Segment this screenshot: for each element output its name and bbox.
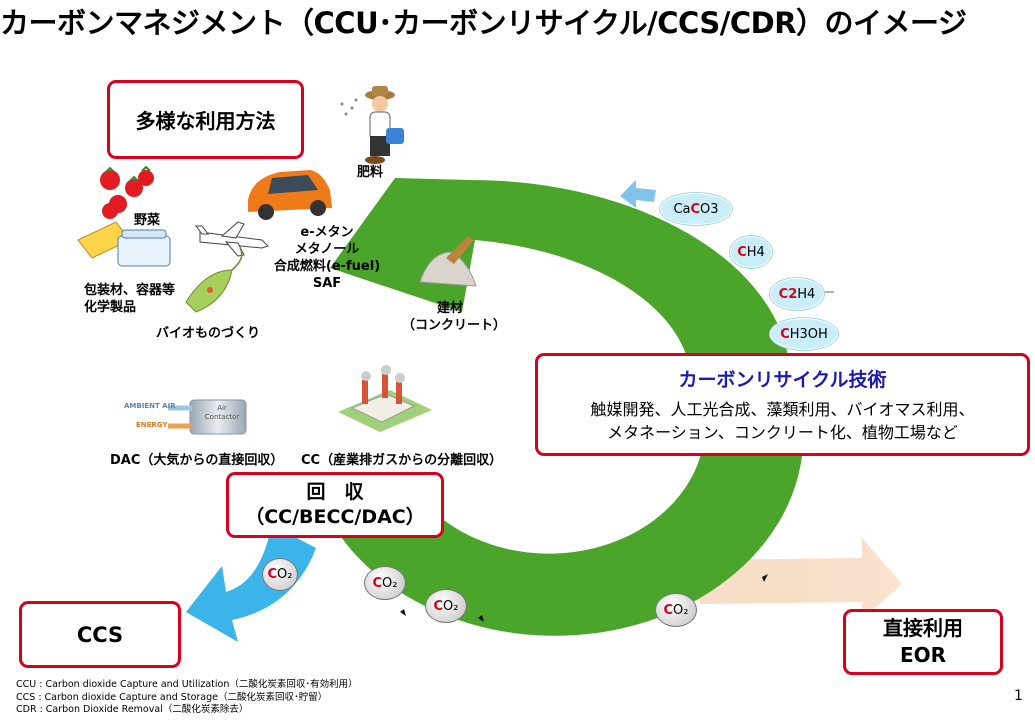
- legend-line: CCU : Carbon dioxide Capture and Utiliza…: [16, 679, 358, 690]
- recycle-tech-box: カーボンリサイクル技術 触媒開発、人工光合成、藻類利用、バイオマス利用、 メタネ…: [535, 353, 1030, 456]
- molecule-carbon: C: [780, 326, 790, 342]
- co2-rest: O₂: [443, 598, 459, 614]
- co2-carbon: C: [267, 567, 278, 582]
- ambient-air-text: AMBIENT AIR: [124, 402, 176, 410]
- fertilizer-label: 肥料: [357, 165, 384, 180]
- page-number: 1: [1014, 688, 1023, 704]
- recycle-tech-title: カーボンリサイクル技術: [678, 369, 887, 391]
- packaging-line: 包装材、容器等: [84, 283, 176, 298]
- eor-arrow: [700, 538, 902, 620]
- direct-use-box: 直接利用 EOR: [843, 609, 1003, 675]
- device-line: Air: [217, 404, 227, 412]
- molecule-post: H4: [797, 286, 816, 302]
- energy-text: ENERGY: [136, 421, 168, 429]
- recycle-tech-line: 触媒開発、人工光合成、藻類利用、バイオマス利用、: [590, 400, 975, 419]
- molecule-carbon: C: [690, 201, 701, 217]
- co2-carbon: C: [663, 602, 674, 618]
- page-title: カーボンマネジメント（CCU･カーボンリサイクル/CCS/CDR）のイメージ: [0, 6, 967, 40]
- concrete-icon: [419, 236, 477, 287]
- air-contactor-text: Air Contactor: [196, 404, 248, 422]
- direct-use-line2: EOR: [899, 643, 947, 667]
- car-icon: [248, 170, 332, 220]
- uses-label: 多様な利用方法: [135, 109, 276, 133]
- building-line: （コンクリート）: [402, 318, 507, 333]
- legend-line: CDR : Carbon Dioxide Removal（二酸化炭素除去）: [16, 704, 249, 715]
- small-arrow: [620, 180, 656, 208]
- fuel-item: SAF: [312, 276, 342, 291]
- fuels-label: e-メタン メタノール 合成燃料(e-fuel) SAF: [262, 224, 392, 292]
- recovery-line2: （CC/BECC/DAC）: [245, 506, 425, 528]
- molecule-post: H4: [746, 244, 765, 260]
- dac-icon: [168, 399, 247, 435]
- packaging-label: 包装材、容器等 化学製品: [84, 282, 175, 316]
- co2-rest: O₂: [382, 575, 398, 591]
- molecule-carbon: C2: [778, 286, 798, 302]
- recycle-tech-line: メタネーション、コンクリート化、植物工場など: [607, 423, 958, 442]
- airplane-icon: [195, 221, 269, 257]
- building-line: 建材: [436, 301, 463, 316]
- molecule-post: O3: [700, 201, 719, 217]
- device-line: Contactor: [204, 413, 240, 421]
- abbreviation-legend: CCU : Carbon dioxide Capture and Utiliza…: [16, 679, 358, 717]
- uses-box: 多様な利用方法: [107, 80, 304, 159]
- legend-line: CCS : Carbon dioxide Capture and Storage…: [16, 691, 328, 703]
- co2-rest: O₂: [277, 567, 293, 582]
- molecule-carbon: C: [737, 244, 747, 260]
- factory-icon: [338, 365, 432, 432]
- ccs-box: CCS: [19, 601, 181, 668]
- cc-label: CC（産業排ガスからの分離回収）: [301, 453, 503, 468]
- direct-use-line1: 直接利用: [883, 616, 963, 640]
- bio-label: バイオものづくり: [156, 326, 261, 341]
- packaging-line: 化学製品: [84, 300, 137, 315]
- fuel-item: e-メタン: [300, 225, 354, 240]
- vegetables-label: 野菜: [134, 213, 161, 228]
- co2-carbon: C: [433, 598, 444, 614]
- farmer-icon: [340, 86, 404, 164]
- co2-rest: O₂: [673, 602, 689, 618]
- ccs-arrow: [186, 525, 316, 642]
- fuel-item: 合成燃料(e-fuel): [273, 259, 381, 274]
- co2-carbon: C: [372, 575, 383, 591]
- euglena-icon: [185, 247, 243, 313]
- dac-label: DAC（大気からの直接回収）: [110, 453, 284, 468]
- ccs-label: CCS: [76, 622, 124, 647]
- molecule-pre: Ca: [673, 201, 691, 217]
- recovery-box: 回 収 （CC/BECC/DAC）: [226, 472, 444, 538]
- building-label: 建材 （コンクリート）: [402, 300, 507, 334]
- container-icon: [77, 221, 171, 267]
- molecule-post: H3OH: [789, 326, 828, 342]
- fuel-item: メタノール: [294, 242, 360, 257]
- recovery-line1: 回 収: [306, 481, 364, 503]
- tomatoes-icon: [100, 165, 154, 219]
